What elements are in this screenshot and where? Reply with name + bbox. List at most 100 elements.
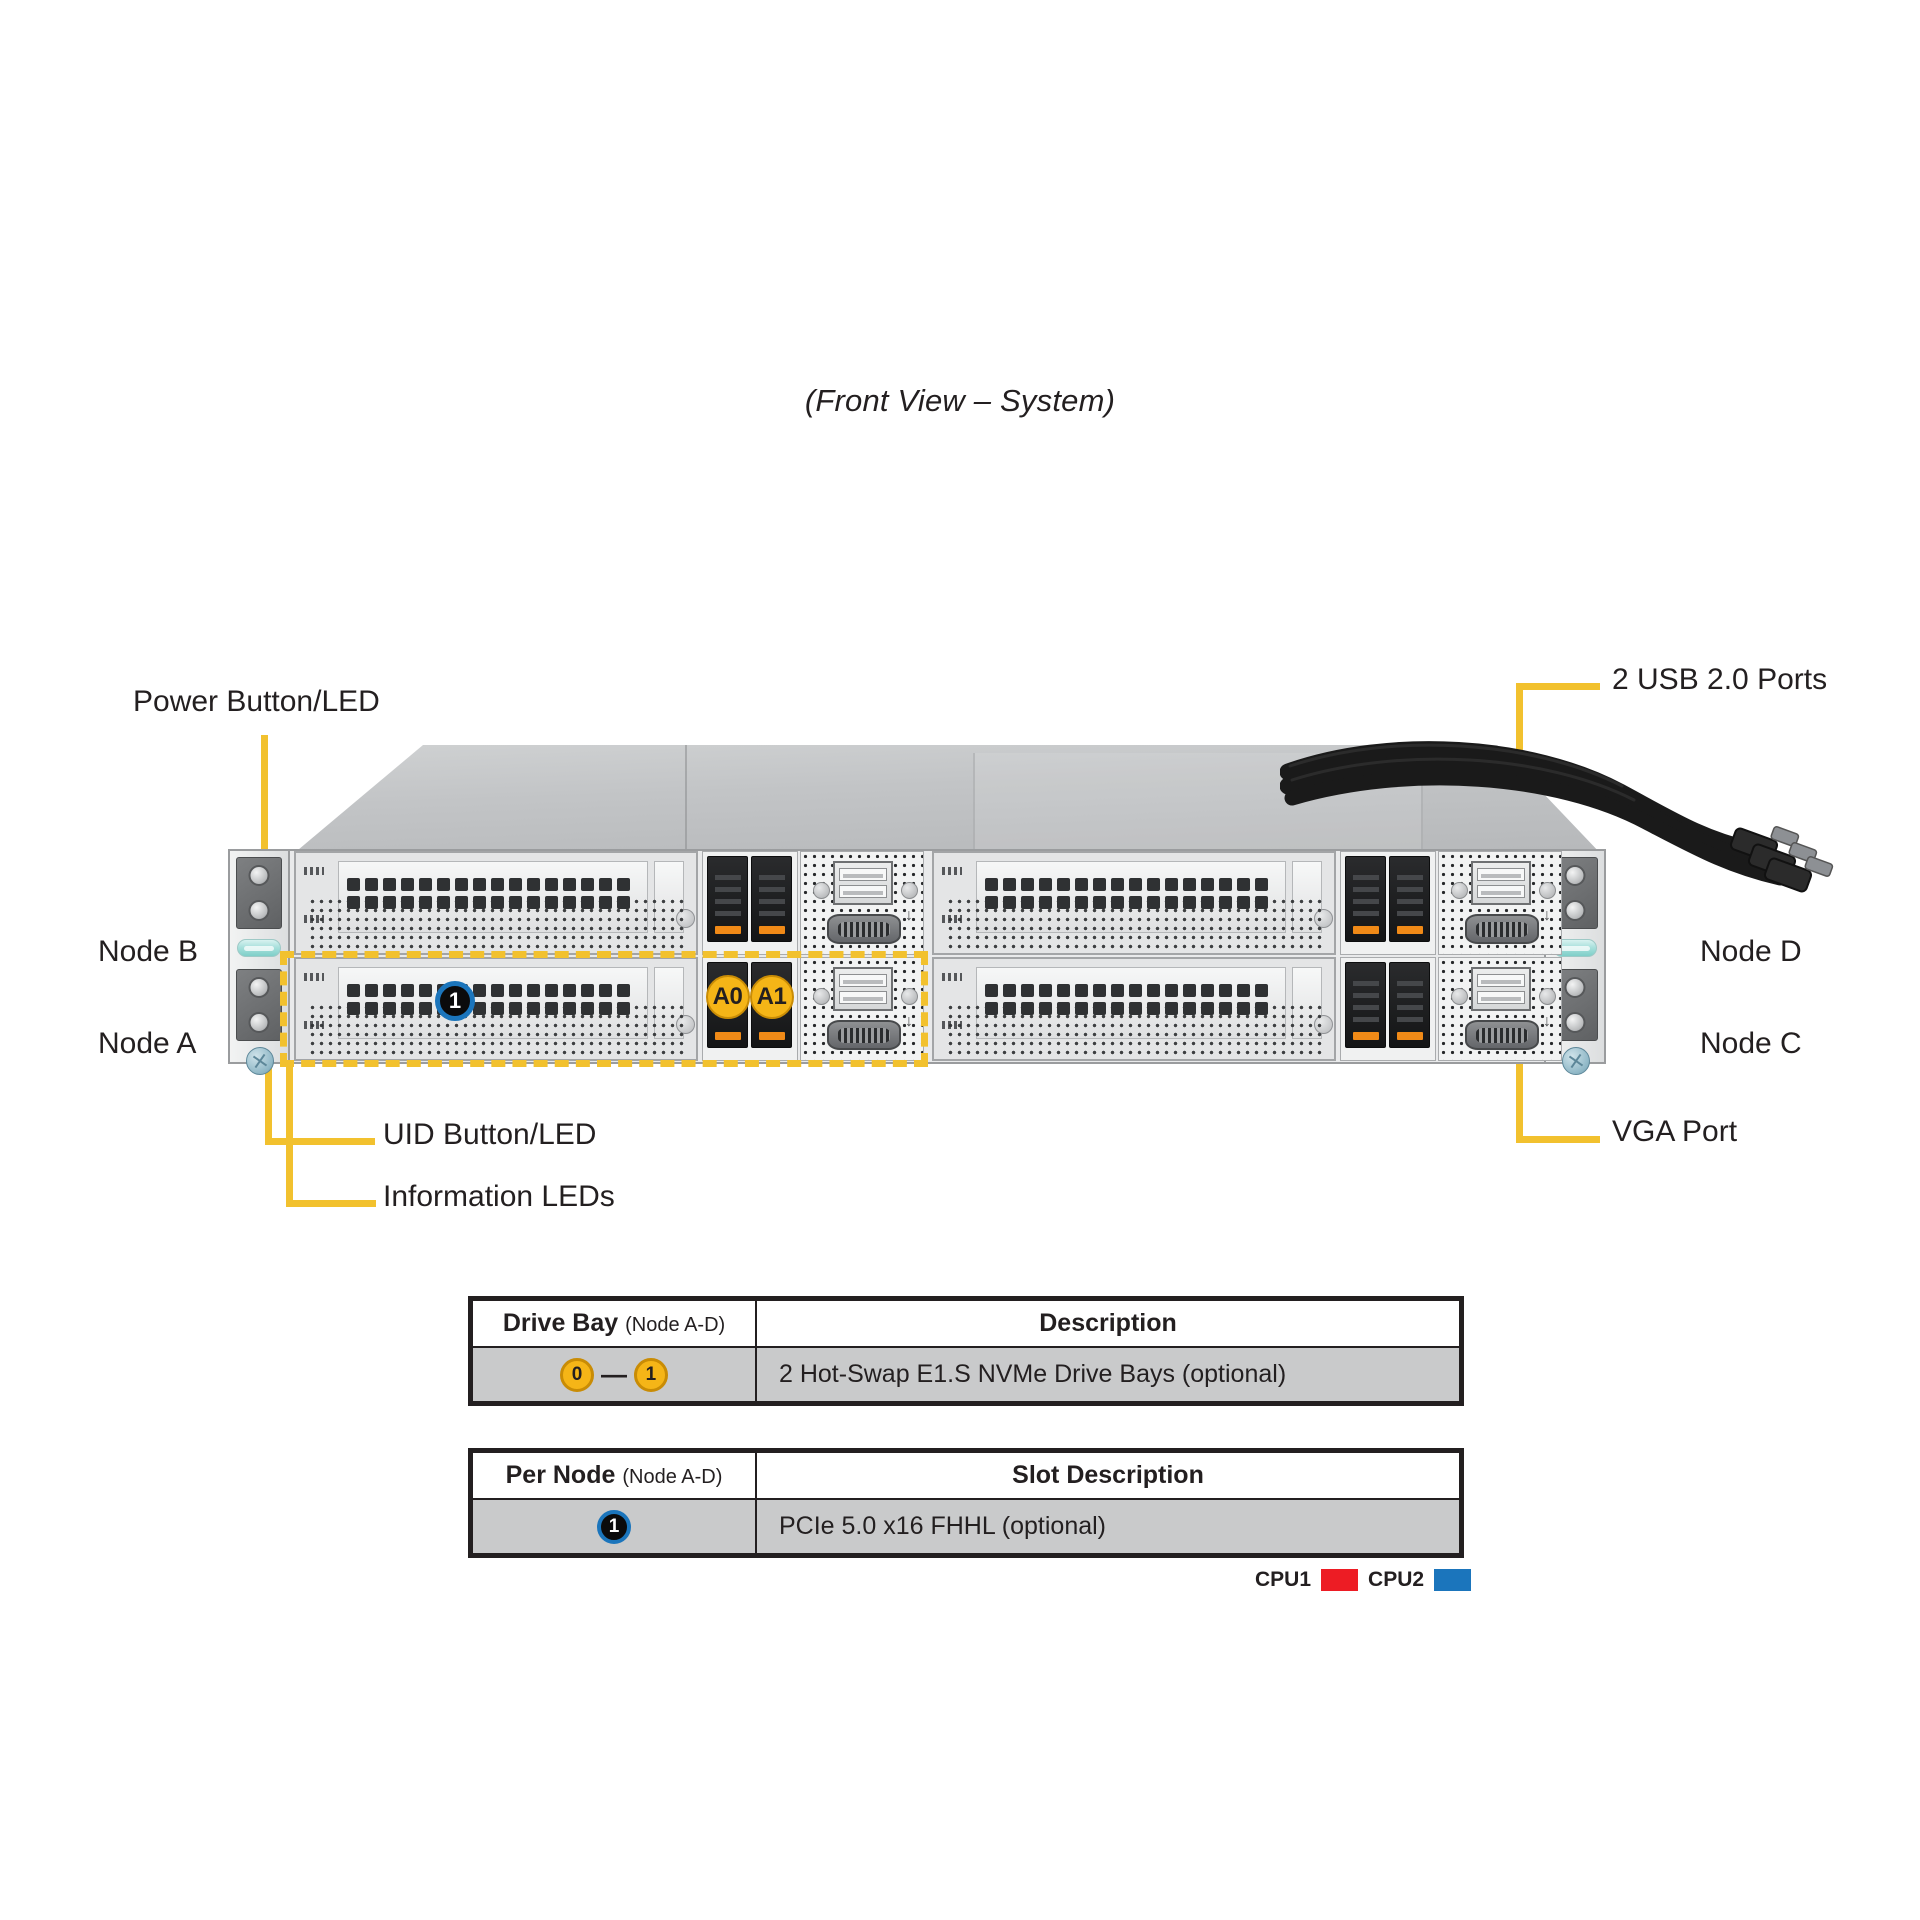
drive-bay-header-cell: Drive Bay (Node A-D) <box>471 1298 757 1349</box>
drive-bay-range-cell: 0 — 1 <box>471 1346 757 1403</box>
latch-arrow-icon-node-c: ↓ <box>1543 1013 1551 1030</box>
drive-bay-table-header-row: Drive Bay (Node A-D) Description <box>471 1298 1461 1349</box>
drive-bay-description-header: Description <box>755 1298 1461 1349</box>
vga-port-node-c[interactable] <box>1465 1020 1539 1050</box>
vga-port-node-a[interactable] <box>827 1020 901 1050</box>
node-d-drive-carrier-0[interactable] <box>1345 856 1386 942</box>
leader-info-leds-vertical <box>286 1035 293 1207</box>
usb-port-lower-node-c[interactable] <box>1477 991 1525 1004</box>
callout-power-button: Power Button/LED <box>133 685 380 718</box>
callout-node-d: Node D <box>1700 935 1802 968</box>
per-node-slot-description-cell: PCIe 5.0 x16 FHHL (optional) <box>755 1498 1461 1555</box>
chassis-thumb-screw-right[interactable] <box>1562 1047 1590 1075</box>
usb-port-upper-node-d[interactable] <box>1477 868 1525 881</box>
node-c-module[interactable] <box>932 957 1336 1061</box>
io-screw-node-d-left[interactable] <box>1451 882 1468 899</box>
node-b-drive-carrier-0[interactable] <box>707 856 748 942</box>
drive-bay-header-label: Drive Bay <box>502 1309 619 1338</box>
vga-pins-node-c <box>1476 1027 1528 1043</box>
node-c-drive-carrier-0[interactable] <box>1345 962 1386 1048</box>
node-a-module[interactable]: 1 <box>294 957 698 1061</box>
io-screw-node-a-right[interactable] <box>901 988 918 1005</box>
drive-bay-badge-a0: A0 <box>705 975 750 1019</box>
usb-2-0-ports-node-a[interactable] <box>833 967 893 1011</box>
drive-bay-table: Drive Bay (Node A-D) Description 0 — 1 2… <box>468 1296 1464 1406</box>
usb-port-lower-node-a[interactable] <box>839 991 887 1004</box>
leader-uid-horizontal <box>265 1138 375 1145</box>
cpu1-color-swatch <box>1321 1569 1359 1591</box>
vga-port-node-b[interactable] <box>827 914 901 944</box>
usb-port-upper-node-a[interactable] <box>839 974 887 987</box>
node-d-io-panel: ↓ <box>1438 851 1562 955</box>
io-screw-node-b-right[interactable] <box>901 882 918 899</box>
node-a-io-panel: ↓ <box>800 957 924 1061</box>
leader-usb-horizontal <box>1516 683 1600 690</box>
chassis-thumb-screw-left[interactable] <box>246 1047 274 1075</box>
leader-power-button <box>261 735 268 877</box>
leader-vga-vertical <box>1516 1045 1523 1143</box>
node-a-latch-top <box>304 973 324 981</box>
io-screw-node-c-right[interactable] <box>1539 988 1556 1005</box>
vga-pins-node-d <box>1476 921 1528 937</box>
node-c-vent-grid <box>946 1003 1326 1057</box>
per-node-slot-badge-cell: 1 <box>471 1498 757 1555</box>
node-a-drive-carrier-a0[interactable]: A0 <box>705 962 750 1048</box>
power-button-module-node-a[interactable] <box>236 969 282 1041</box>
node-d-module[interactable] <box>932 851 1336 955</box>
per-node-slot-badge: 1 <box>597 1509 631 1544</box>
io-screw-node-b-left[interactable] <box>813 882 830 899</box>
latch-arrow-icon-node-d: ↓ <box>1543 907 1551 924</box>
cpu-color-legend: CPU1 CPU2 <box>1255 1568 1472 1592</box>
power-button-node-b[interactable] <box>248 865 270 886</box>
node-b-module[interactable] <box>294 851 698 955</box>
power-button-node-a[interactable] <box>248 977 270 998</box>
usb-2-0-ports-node-c[interactable] <box>1471 967 1531 1011</box>
node-d-latch-top <box>942 867 962 875</box>
per-node-table-header-row: Per Node (Node A-D) Slot Description <box>471 1450 1461 1501</box>
rear-cable-bundle <box>1280 741 1834 893</box>
per-node-table: Per Node (Node A-D) Slot Description 1 P… <box>468 1448 1464 1558</box>
node-a-drive-carrier-a1[interactable]: A1 <box>749 962 794 1048</box>
power-button-node-c[interactable] <box>1564 977 1586 998</box>
io-screw-node-d-right[interactable] <box>1539 882 1556 899</box>
io-screw-node-a-left[interactable] <box>813 988 830 1005</box>
drive-bay-badge-a1: A1 <box>749 975 794 1019</box>
drive-bay-badge-to: 1 <box>633 1357 668 1392</box>
per-node-slot-description-header: Slot Description <box>755 1450 1461 1501</box>
node-d-drive-carrier-1[interactable] <box>1389 856 1430 942</box>
drive-bay-description-cell: 2 Hot-Swap E1.S NVMe Drive Bays (optiona… <box>755 1346 1461 1403</box>
callout-node-a: Node A <box>98 1027 197 1060</box>
node-d-vent-grid <box>946 897 1326 951</box>
node-a-vent-grid <box>308 1003 688 1057</box>
node-c-drive-carrier-1[interactable] <box>1389 962 1430 1048</box>
per-node-header-sublabel: (Node A-D) <box>622 1466 723 1489</box>
usb-2-0-ports-node-b[interactable] <box>833 861 893 905</box>
usb-port-upper-node-c[interactable] <box>1477 974 1525 987</box>
drive-bay-header-sublabel: (Node A-D) <box>625 1314 726 1337</box>
vga-pins-node-b <box>838 921 890 937</box>
usb-2-0-ports-node-d[interactable] <box>1471 861 1531 905</box>
uid-button-node-b[interactable] <box>248 900 270 921</box>
io-screw-node-c-left[interactable] <box>1451 988 1468 1005</box>
uid-button-node-a[interactable] <box>248 1012 270 1033</box>
uid-button-node-c[interactable] <box>1564 1012 1586 1033</box>
node-c-io-panel: ↓ <box>1438 957 1562 1061</box>
vga-pins-node-a <box>838 1027 890 1043</box>
latch-arrow-icon-node-b: ↓ <box>905 907 913 924</box>
usb-port-upper-node-b[interactable] <box>839 868 887 881</box>
usb-port-lower-node-b[interactable] <box>839 885 887 898</box>
cpu1-legend-label: CPU1 <box>1255 1568 1312 1591</box>
power-button-module-node-b[interactable] <box>236 857 282 929</box>
pcie-slot-1-badge-node-a: 1 <box>435 981 475 1021</box>
node-c-latch-top <box>942 973 962 981</box>
usb-port-lower-node-d[interactable] <box>1477 885 1525 898</box>
uid-button-node-d[interactable] <box>1564 900 1586 921</box>
callout-node-b: Node B <box>98 935 199 968</box>
node-b-drive-carrier-1[interactable] <box>751 856 792 942</box>
cpu2-legend-label: CPU2 <box>1368 1568 1425 1591</box>
vga-port-node-d[interactable] <box>1465 914 1539 944</box>
power-button-node-d[interactable] <box>1564 865 1586 886</box>
node-b-vent-grid <box>308 897 688 951</box>
callout-node-c: Node C <box>1700 1027 1802 1060</box>
